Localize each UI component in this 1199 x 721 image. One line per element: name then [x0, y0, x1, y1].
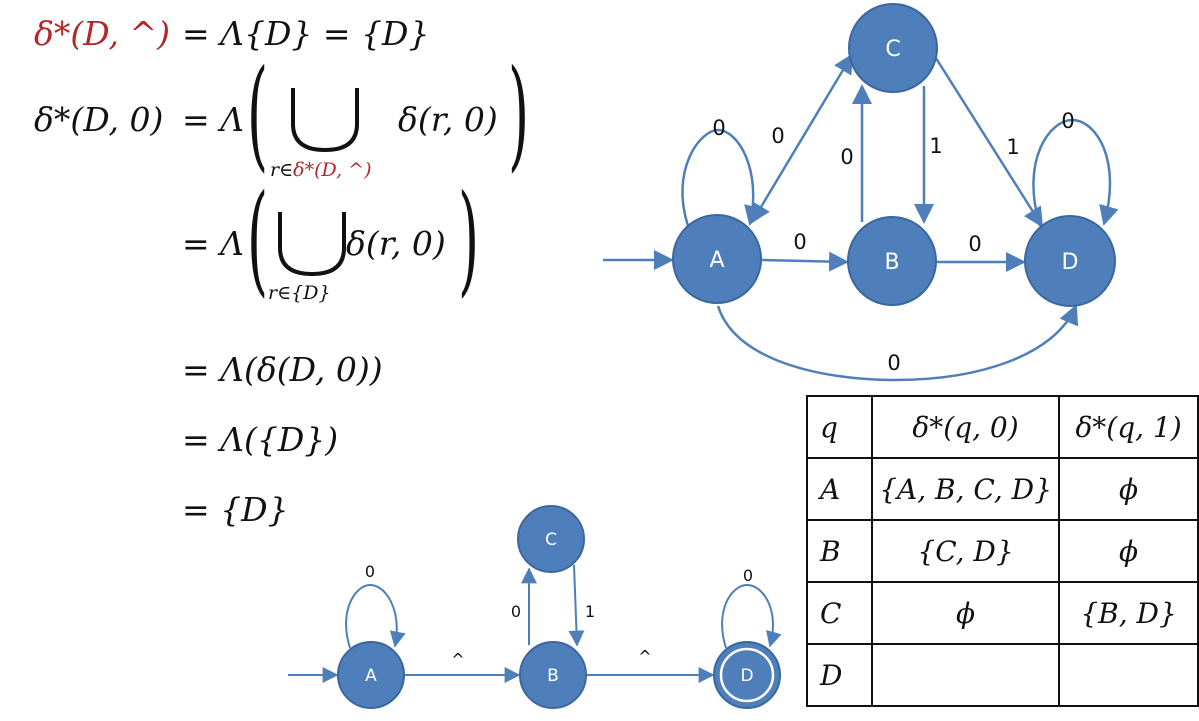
- table-header-delta1: δ*(q, 1): [1058, 395, 1199, 459]
- nfa-lambda-label-a-b: ^: [451, 650, 464, 669]
- nfa-lambda-state-b: [519, 641, 587, 709]
- nfa-lambda-state-b-label: B: [547, 666, 559, 686]
- nfa-main-edge-a-b: [761, 251, 849, 272]
- nfa-main-state-b-label: B: [884, 250, 899, 275]
- nfa-lambda-edge-a-loop: [345, 583, 406, 649]
- table-cell: ϕ: [1058, 519, 1199, 583]
- eq3-union-symbol: [278, 212, 346, 277]
- table-cell: B: [806, 519, 873, 583]
- eq2-union-symbol: [291, 88, 359, 153]
- nfa-lambda-state-c: [517, 505, 585, 573]
- eq1-rhs: = Λ{D} = {D}: [182, 14, 430, 53]
- nfa-main-state-d: [1024, 215, 1116, 307]
- eq3-right-paren: ): [458, 170, 480, 309]
- table-cell: {C, D}: [870, 519, 1061, 583]
- nfa-main-state-a-label: A: [709, 248, 724, 273]
- eq2-prefix: = Λ: [182, 100, 244, 139]
- table-row: D: [806, 643, 1199, 707]
- eq2-subscript-r: r∈: [270, 159, 294, 181]
- table-header-row: q δ*(q, 0) δ*(q, 1): [806, 395, 1199, 459]
- eq1-lhs: δ*(D, ^): [34, 14, 171, 53]
- table-cell: C: [806, 581, 873, 645]
- nfa-main-edge-c-d: [932, 54, 1044, 228]
- nfa-main-label-b-c: 0: [840, 145, 853, 169]
- nfa-main-state-c-label: C: [885, 37, 900, 62]
- eq3-prefix: = Λ: [182, 224, 244, 263]
- nfa-main-label-c-d: 1: [1006, 135, 1019, 159]
- table-cell: ϕ: [870, 581, 1061, 645]
- nfa-main-state-d-label: D: [1062, 250, 1079, 275]
- nfa-lambda-edge-c-b: [568, 564, 585, 647]
- table-cell: ϕ: [1058, 457, 1199, 521]
- nfa-lambda-state-a: [337, 641, 405, 709]
- table-row: A {A, B, C, D} ϕ: [806, 457, 1199, 521]
- eq5: = Λ({D}): [182, 420, 339, 459]
- table-cell: D: [806, 643, 873, 707]
- nfa-main-label-d-loop: 0: [1061, 109, 1074, 133]
- nfa-main-edge-d-loop: [1032, 118, 1119, 227]
- nfa-lambda-state-d: [713, 641, 781, 709]
- nfa-main-state-b: [847, 216, 937, 306]
- eq2-left-paren: (: [247, 45, 269, 184]
- transition-table: q δ*(q, 0) δ*(q, 1) A {A, B, C, D} ϕ B {…: [806, 395, 1199, 707]
- nfa-lambda-state-d-accept-ring: [719, 647, 775, 703]
- nfa-lambda-label-d-loop: 0: [743, 566, 753, 585]
- nfa-lambda-state-a-label: A: [365, 666, 377, 686]
- nfa-main-state-a: [672, 214, 762, 304]
- nfa-main-label-b-d: 0: [968, 232, 981, 256]
- table-header-delta0: δ*(q, 0): [870, 395, 1061, 459]
- nfa-lambda-label-a-loop: 0: [365, 562, 375, 581]
- nfa-main-state-c: [848, 3, 938, 93]
- nfa-main-label-c-b: 1: [929, 134, 942, 158]
- eq2-body: δ(r, 0): [398, 100, 498, 139]
- eq3-left-paren: (: [247, 170, 269, 309]
- table-cell: {B, D}: [1058, 581, 1199, 645]
- nfa-main-edge-a-loop: [681, 128, 764, 227]
- nfa-lambda-state-c-label: C: [545, 530, 557, 550]
- table-cell: A: [806, 457, 873, 521]
- eq3-body: δ(r, 0): [346, 224, 446, 263]
- nfa-main-edge-a-c: [750, 53, 854, 224]
- nfa-main-label-a-b: 0: [793, 230, 806, 254]
- nfa-lambda-diagram: C A B D 0 ^ 0 1 ^ 0: [288, 505, 782, 709]
- eq2-lhs: δ*(D, 0): [34, 100, 164, 139]
- nfa-lambda-label-b-d: ^: [638, 647, 651, 666]
- table-row: C ϕ {B, D}: [806, 581, 1199, 645]
- table-cell: [1058, 643, 1199, 707]
- eq2-right-paren: ): [508, 45, 530, 184]
- table-cell: {A, B, C, D}: [870, 457, 1061, 521]
- nfa-lambda-state-d-label: D: [740, 666, 753, 686]
- nfa-lambda-edge-d-loop: [721, 583, 782, 649]
- nfa-lambda-label-c-b: 1: [585, 602, 595, 621]
- table-row: B {C, D} ϕ: [806, 519, 1199, 583]
- eq4: = Λ(δ(D, 0)): [182, 350, 383, 389]
- nfa-main-edge-a-d: [716, 304, 1079, 382]
- table-header-q: q: [806, 395, 873, 459]
- nfa-lambda-label-b-c: 0: [511, 602, 521, 621]
- eq6: = {D}: [182, 490, 289, 529]
- table-cell: [870, 643, 1061, 707]
- eq3-subscript: r∈{D}: [268, 282, 331, 304]
- nfa-main-label-a-loop: 0: [712, 116, 725, 140]
- eq2-subscript-red: δ*(D, ^): [293, 159, 372, 181]
- nfa-main-label-a-d: 0: [887, 351, 900, 375]
- nfa-main-label-a-c: 0: [771, 124, 784, 148]
